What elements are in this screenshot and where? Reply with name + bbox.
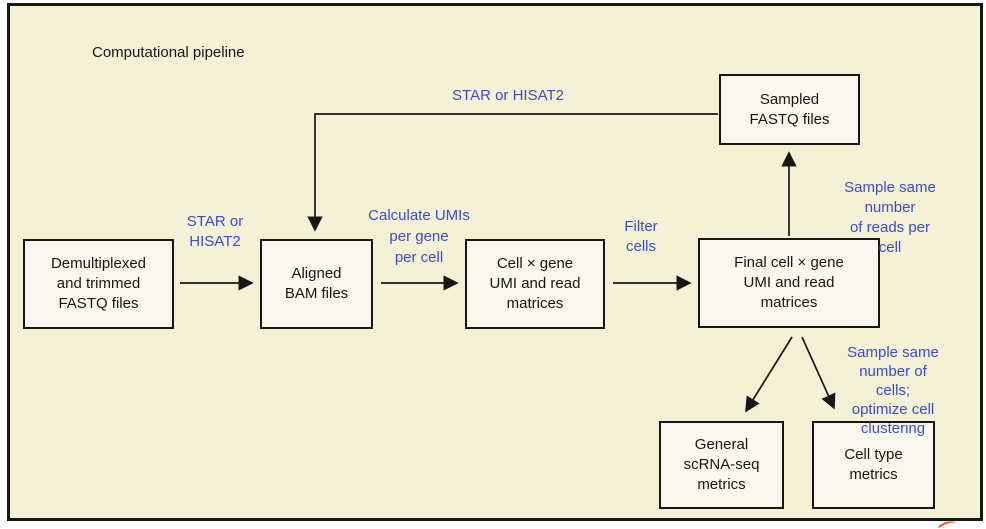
figure-title: Computational pipeline <box>92 44 245 61</box>
node-demultiplexed-fastq: Demultiplexed and trimmed FASTQ files <box>23 239 174 329</box>
edge-label-filter-cells: Filter cells <box>624 218 658 255</box>
node-aligned-bam: Aligned BAM files <box>260 239 373 329</box>
edge-label-star-hisat-first: STAR or HISAT2 <box>186 213 244 250</box>
edge-label-sample-cells: Sample same number of cells; optimize ce… <box>847 344 939 437</box>
edge-label-star-hisat-loop: STAR or HISAT2 <box>452 87 564 104</box>
node-general-scrnaseq-metrics: General scRNA-seq metrics <box>659 421 784 509</box>
edge-label-calculate-umis: Calculate UMIs per gene per cell <box>368 207 470 266</box>
orange-swoosh-decoration <box>938 521 957 528</box>
node-cell-gene-matrices: Cell × gene UMI and read matrices <box>465 239 605 329</box>
node-cell-type-metrics: Cell type metrics <box>812 421 935 509</box>
edge-label-sample-reads: Sample same number of reads per cell <box>844 179 936 256</box>
node-sampled-fastq: Sampled FASTQ files <box>719 74 860 145</box>
node-final-cell-gene-matrices: Final cell × gene UMI and read matrices <box>698 238 880 328</box>
